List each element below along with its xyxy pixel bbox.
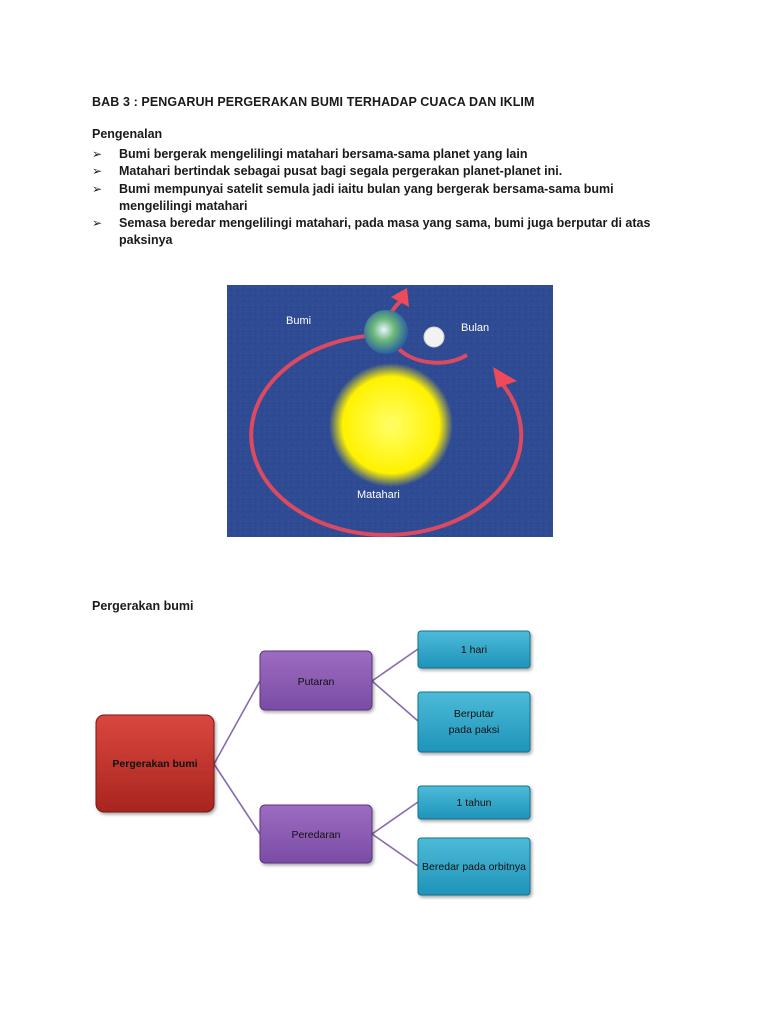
- bullet-text: Matahari bertindak sebagai pusat bagi se…: [119, 164, 563, 179]
- bullet-item: ➢ Matahari bertindak sebagai pusat bagi s…: [92, 163, 672, 180]
- leaf-node-label: Beredar pada orbitnya: [422, 861, 526, 873]
- root-node-label: Pergerakan bumi: [112, 758, 197, 770]
- orbit-arrowhead-icon: [493, 367, 517, 388]
- label-earth: Bumi: [286, 315, 311, 327]
- connector-peredaran-leaf1: [371, 801, 419, 835]
- leaf-node-label: 1 hari: [461, 644, 487, 656]
- intro-title: Pengenalan: [92, 127, 163, 141]
- connector-peredaran-leaf2: [371, 833, 419, 867]
- intro-bullet-list: ➢ Bumi bergerak mengelilingi matahari ber…: [92, 146, 672, 250]
- arrow-bullet-icon: ➢: [92, 164, 103, 179]
- arrow-bullet-icon: ➢: [92, 181, 103, 196]
- bullet-text: Bumi bergerak mengelilingi matahari bers…: [119, 147, 528, 161]
- sun-icon: [329, 363, 453, 487]
- connector-lines: [213, 648, 419, 867]
- moon-orbit-arrowhead-icon: [391, 288, 409, 307]
- bullet-item: ➢ Bumi mempunyai satelit semula jadi iait…: [92, 181, 672, 216]
- leaf-node-1-hari: 1 hari: [417, 630, 531, 669]
- leaf-node-beredar: Beredar pada orbitnya: [417, 837, 531, 896]
- document-heading: BAB 3 : PENGARUH PERGERAKAN BUMI TERHADA…: [92, 95, 535, 109]
- connector-root-peredaran: [213, 763, 261, 835]
- branch-node-label: Peredaran: [291, 829, 340, 841]
- branch-node-putaran: Putaran: [259, 650, 373, 711]
- earth-movement-diagram: Pergerakan bumi Putaran Peredaran 1 hari…: [95, 630, 531, 896]
- root-node: Pergerakan bumi: [95, 714, 215, 813]
- sun-earth-moon-figure: Bumi Bulan Matahari: [227, 285, 553, 537]
- leaf-node-label: 1 tahun: [456, 797, 491, 809]
- label-sun: Matahari: [357, 489, 400, 501]
- bullet-item: ➢ Bumi bergerak mengelilingi matahari ber…: [92, 146, 672, 163]
- connector-root-putaran: [213, 680, 261, 765]
- bullet-item: ➢ Semasa beredar mengelilingi matahari, p…: [92, 215, 672, 250]
- label-moon: Bulan: [461, 322, 489, 334]
- bullet-text: Bumi mempunyai satelit semula jadi iaitu…: [119, 181, 614, 213]
- movement-title: Pergerakan bumi: [92, 599, 194, 613]
- earth-orbit-path: [249, 333, 524, 537]
- bullet-text: Semasa beredar mengelilingi matahari, pa…: [119, 216, 651, 248]
- arrow-bullet-icon: ➢: [92, 147, 103, 161]
- branch-node-label: Putaran: [298, 676, 335, 688]
- moon-icon: [423, 326, 445, 348]
- connector-putaran-leaf2: [371, 680, 419, 722]
- branch-node-peredaran: Peredaran: [259, 804, 373, 864]
- connector-putaran-leaf1: [371, 648, 419, 682]
- arrow-bullet-icon: ➢: [92, 216, 103, 231]
- earth-icon: [364, 310, 408, 354]
- leaf-node-1-tahun: 1 tahun: [417, 785, 531, 820]
